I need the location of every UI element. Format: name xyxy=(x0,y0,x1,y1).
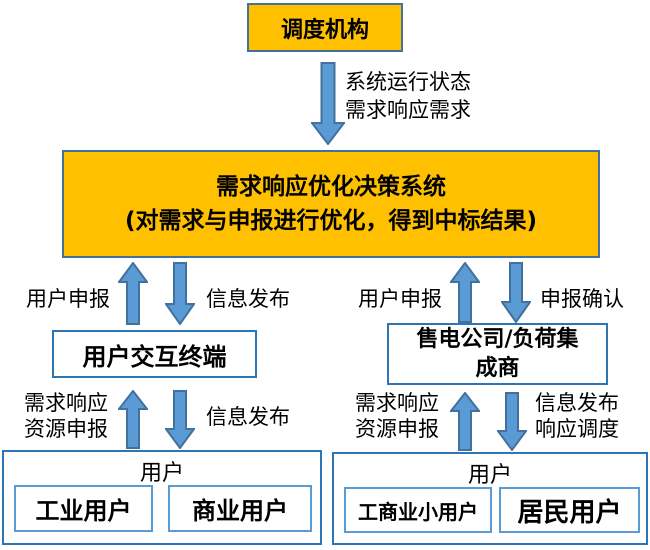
flow-label-dispatch-to-decision: 系统运行状态 需求响应需求 xyxy=(345,70,471,122)
flow-label-right-down: 申报确认 xyxy=(540,287,624,311)
small-industrial-commercial-users-label: 工商业小用户 xyxy=(358,499,478,524)
arrow-up-icon xyxy=(118,262,148,325)
left-users-title: 用户 xyxy=(139,461,184,486)
retailer-aggregator-label: 售电公司/负荷集 成商 xyxy=(416,327,579,381)
flow-label-right-lower-up: 需求响应 资源申报 xyxy=(355,391,439,441)
industrial-users-box: 工业用户 xyxy=(14,485,153,532)
right-users-title: 用户 xyxy=(467,463,512,488)
industrial-users-label: 工业用户 xyxy=(35,497,132,525)
decision-system-box: 需求响应优化决策系统 (对需求与申报进行优化，得到中标结果) xyxy=(62,150,600,258)
residential-users-label: 居民用户 xyxy=(517,497,622,528)
residential-users-box: 居民用户 xyxy=(499,487,640,533)
arrow-up-icon xyxy=(450,262,480,323)
retailer-aggregator-box: 售电公司/负荷集 成商 xyxy=(387,323,608,385)
arrow-up-icon xyxy=(450,392,480,451)
decision-system-subtitle: (对需求与申报进行优化，得到中标结果) xyxy=(124,208,538,234)
flow-label-right-up: 用户申报 xyxy=(358,287,442,311)
arrow-down-icon xyxy=(165,390,195,449)
right-users-group: 用户 工商业小用户 居民用户 xyxy=(332,452,648,545)
arrow-down-icon xyxy=(165,262,195,325)
commercial-users-box: 商业用户 xyxy=(168,485,312,532)
arrow-down-icon xyxy=(501,262,531,323)
user-terminal-label: 用户交互终端 xyxy=(82,342,227,371)
commercial-users-label: 商业用户 xyxy=(192,497,288,525)
dispatch-agency-box: 调度机构 xyxy=(247,3,403,52)
flow-label-left-lower-up: 需求响应 资源申报 xyxy=(24,391,108,441)
left-users-group: 用户 工业用户 商业用户 xyxy=(2,450,322,545)
dispatch-agency-label: 调度机构 xyxy=(280,17,369,43)
arrow-up-icon xyxy=(118,390,148,449)
flow-label-left-up: 用户申报 xyxy=(26,287,110,311)
arrow-down-icon xyxy=(497,392,527,451)
small-industrial-commercial-users-box: 工商业小用户 xyxy=(344,487,492,533)
arrow-down-icon xyxy=(311,62,345,145)
flow-label-left-lower-down: 信息发布 xyxy=(206,405,290,429)
flow-label-right-lower-down: 信息发布 响应调度 xyxy=(535,391,619,441)
user-terminal-box: 用户交互终端 xyxy=(52,330,257,378)
flow-label-left-down: 信息发布 xyxy=(206,287,290,311)
decision-system-title: 需求响应优化决策系统 xyxy=(216,174,446,200)
